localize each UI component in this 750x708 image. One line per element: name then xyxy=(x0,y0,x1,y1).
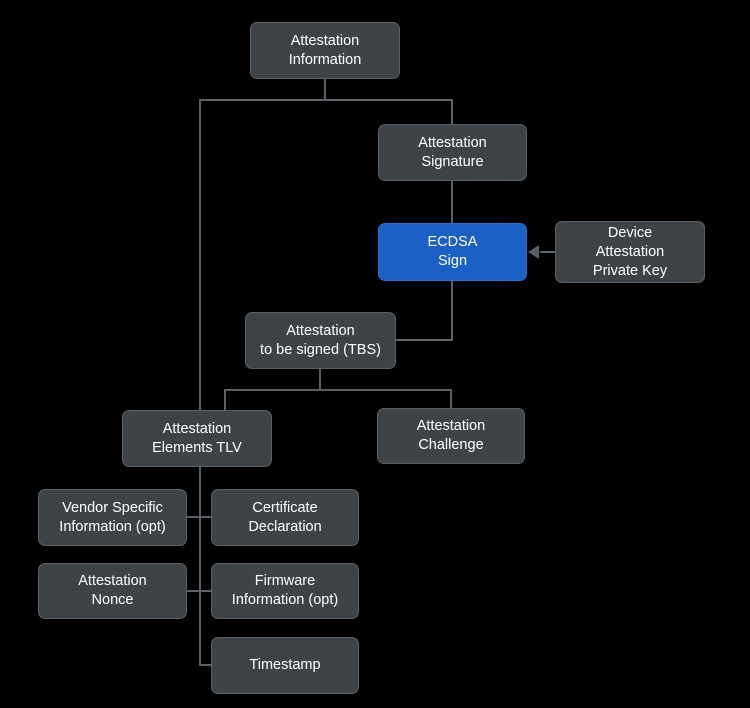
node-label-timestamp: Timestamp xyxy=(249,657,321,673)
connector-tbs-down-stem xyxy=(319,369,321,391)
node-ecdsa-sign[interactable]: ECDSA Sign xyxy=(378,223,527,281)
node-attestation-nonce[interactable]: Attestation Nonce xyxy=(38,563,187,619)
node-label-attestation-elements-tlv: Attestation Elements TLV xyxy=(152,420,242,456)
node-label-attestation-nonce: Attestation Nonce xyxy=(78,573,147,608)
connector-tlv-branch-row2 xyxy=(186,590,212,592)
node-label-attestation-signature: Attestation Signature xyxy=(418,134,487,170)
connector-split-to-signature xyxy=(451,99,453,124)
node-label-device-attestation-private-key: Device Attestation Private Key xyxy=(592,224,668,279)
connector-sign-to-tbs-bar xyxy=(396,339,453,341)
connector-info-down-stem xyxy=(324,79,326,101)
node-attestation-challenge[interactable]: Attestation Challenge xyxy=(377,408,525,464)
connector-tbs-split-bar xyxy=(224,389,452,391)
connector-key-to-sign-line xyxy=(540,251,556,253)
connector-tbs-to-tlv xyxy=(224,389,226,411)
node-vendor-specific-information[interactable]: Vendor Specific Information (opt) xyxy=(38,489,187,546)
node-attestation-signature[interactable]: Attestation Signature xyxy=(378,124,527,181)
private-key-to-ecdsa-sign-arrowhead xyxy=(528,245,539,259)
node-firmware-information[interactable]: Firmware Information (opt) xyxy=(211,563,359,619)
node-label-attestation-challenge: Attestation Challenge xyxy=(416,418,486,453)
node-attestation-information[interactable]: Attestation Information xyxy=(250,22,400,79)
node-certificate-declaration[interactable]: Certificate Declaration xyxy=(211,489,359,546)
node-label-ecdsa-sign: ECDSA Sign xyxy=(427,234,478,269)
node-attestation-elements-tlv[interactable]: Attestation Elements TLV xyxy=(122,410,272,467)
connector-sign-down-stem xyxy=(451,281,453,340)
connector-tlv-branch-row1 xyxy=(186,516,212,518)
connector-signature-to-sign xyxy=(451,181,453,223)
connector-info-left-trunk xyxy=(199,99,201,666)
connector-info-split-bar xyxy=(199,99,453,101)
connector-tlv-branch-row3 xyxy=(199,664,212,666)
node-label-vendor-specific-information: Vendor Specific Information (opt) xyxy=(59,499,166,535)
node-label-attestation-to-be-signed: Attestation to be signed (TBS) xyxy=(260,322,381,358)
node-timestamp[interactable]: Timestamp xyxy=(211,637,359,694)
node-attestation-to-be-signed[interactable]: Attestation to be signed (TBS) xyxy=(245,312,396,369)
connector-tbs-to-challenge xyxy=(450,389,452,409)
node-label-attestation-information: Attestation Information xyxy=(288,32,362,68)
node-device-attestation-private-key[interactable]: Device Attestation Private Key xyxy=(555,221,705,283)
node-label-firmware-information: Firmware Information (opt) xyxy=(231,573,339,608)
node-label-certificate-declaration: Certificate Declaration xyxy=(248,499,322,535)
